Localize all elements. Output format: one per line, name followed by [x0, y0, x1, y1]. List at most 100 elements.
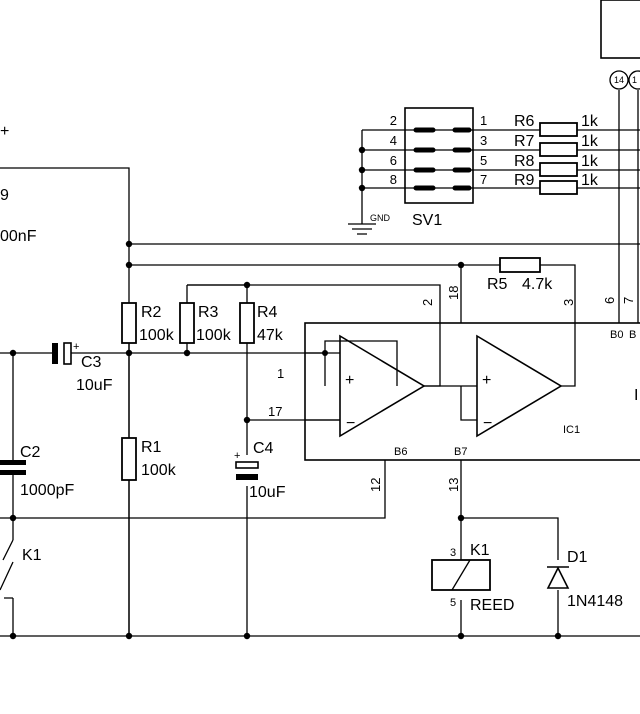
opamp-2-plus: + [482, 372, 491, 389]
sv1-pin-6: 6 [390, 153, 397, 168]
junction-dot [125, 240, 133, 248]
relay-k1: K1 REED 3 5 [431, 542, 514, 614]
junction-dot [358, 146, 366, 154]
resistor-r6-body [539, 122, 578, 137]
junction-dot [125, 349, 133, 357]
connector-label-14: 14 [614, 75, 624, 85]
gnd-label: GND [370, 213, 391, 223]
ic1-port-b7: B7 [454, 446, 467, 458]
capacitor-c3-polarity: + [73, 341, 79, 353]
capacitor-c4-label: C4 [253, 440, 274, 457]
resistor-r6: R6 1k [514, 113, 599, 137]
relay-k1-label: K1 [470, 542, 490, 559]
sv1-pin-1: 1 [480, 113, 487, 128]
junction-dot [243, 281, 251, 289]
resistor-r5: R5 4.7k [487, 257, 553, 293]
resistor-r2: R2 100k [121, 302, 175, 344]
resistor-r1-value: 100k [141, 462, 177, 479]
junction-dot [457, 632, 465, 640]
sv1-pin-3: 3 [480, 133, 487, 148]
junction-dot [9, 514, 17, 522]
junction-dot [457, 514, 465, 522]
resistor-r8-value: 1k [581, 153, 599, 170]
capacitor-c4-value: 10uF [249, 484, 286, 501]
capacitor-c3: + C3 10uF [52, 341, 113, 394]
capacitor-c2: C2 1000pF [0, 444, 74, 499]
connector-label-13: 1 [632, 75, 637, 85]
relay-k1-pin5: 5 [450, 597, 456, 609]
switch-k1: K1 [0, 539, 42, 599]
ic1-right-fragment: I [634, 387, 638, 404]
resistor-r7: R7 1k [514, 133, 599, 157]
v-plus-label: + [0, 123, 9, 140]
ic1-pin-12: 12 [368, 478, 383, 492]
resistor-r9-value: 1k [581, 172, 599, 189]
capacitor-c2-plate-bottom [0, 470, 26, 475]
fragment-nf: 00nF [0, 228, 37, 245]
resistor-r2-body [121, 302, 137, 344]
fragment-9: 9 [0, 187, 9, 204]
diode-d1-label: D1 [567, 549, 588, 566]
resistor-r4-label: R4 [257, 304, 278, 321]
junction-dot [9, 632, 17, 640]
resistor-r3-value: 100k [196, 327, 232, 344]
ic1-pin-3: 3 [561, 299, 576, 306]
resistor-r9-label: R9 [514, 172, 535, 189]
switch-k1-contacts [0, 539, 14, 599]
capacitor-c4: + C4 10uF [234, 440, 286, 501]
sv1-pin-5: 5 [480, 153, 487, 168]
capacitor-c2-label: C2 [20, 444, 41, 461]
capacitor-c2-value: 1000pF [20, 482, 74, 499]
resistor-r1: R1 100k [121, 437, 177, 481]
resistor-r8: R8 1k [514, 153, 599, 177]
ic1-pin-6: 6 [602, 297, 617, 304]
resistor-r9: R9 1k [514, 172, 599, 195]
ic1-pin-13: 13 [446, 478, 461, 492]
resistor-r3: R3 100k [179, 302, 232, 344]
junction-dot [125, 632, 133, 640]
capacitor-c3-plate-solid [52, 343, 58, 364]
resistor-r1-body [121, 437, 137, 481]
sv1-pin-2: 2 [390, 113, 397, 128]
resistor-r4: R4 47k [239, 302, 284, 344]
ic1-pin-2: 2 [420, 299, 435, 306]
resistor-r3-body [179, 302, 195, 344]
ic1-outline [304, 322, 640, 461]
opamp-1-minus: − [346, 415, 355, 432]
resistor-r1-label: R1 [141, 439, 162, 456]
resistor-r4-body [239, 302, 255, 344]
switch-k1-label: K1 [22, 547, 42, 564]
sv1-pins [413, 127, 472, 191]
ic1-pin-1: 1 [277, 366, 284, 381]
resistor-r6-label: R6 [514, 113, 535, 130]
capacitor-c3-value: 10uF [76, 377, 113, 394]
sv1-pin-4: 4 [390, 133, 397, 148]
resistor-r3-label: R3 [198, 304, 219, 321]
sv1-pin-7: 7 [480, 172, 487, 187]
resistor-r7-body [539, 142, 578, 157]
connector-14: 14 [609, 70, 629, 90]
junction-dot [183, 349, 191, 357]
capacitor-c3-label: C3 [81, 354, 102, 371]
relay-k1-slash [451, 559, 471, 591]
relay-k1-pin3: 3 [450, 547, 456, 559]
diode-d1-part: 1N4148 [567, 593, 623, 610]
ic1-port-b-cut: B [629, 329, 636, 341]
opamp-1-input-dot [322, 350, 328, 356]
sv1-label: SV1 [412, 212, 442, 229]
sv1-connector: 2 4 6 8 1 3 5 7 SV1 [390, 107, 487, 229]
junction-dot [243, 416, 251, 424]
junction-dot [9, 349, 17, 357]
resistor-r6-value: 1k [581, 113, 599, 130]
resistor-r9-body [539, 180, 578, 195]
junction-dot [554, 632, 562, 640]
junction-dot [457, 261, 465, 269]
capacitor-c4-polarity: + [234, 450, 240, 462]
resistor-r2-value: 100k [139, 327, 175, 344]
opamp-1-triangle [339, 334, 426, 438]
ic1-port-b6: B6 [394, 446, 407, 458]
diode-d1-triangle [546, 566, 570, 589]
junction-dot [125, 261, 133, 269]
resistor-r8-body [539, 162, 578, 177]
capacitor-c2-plate-top [0, 460, 26, 465]
